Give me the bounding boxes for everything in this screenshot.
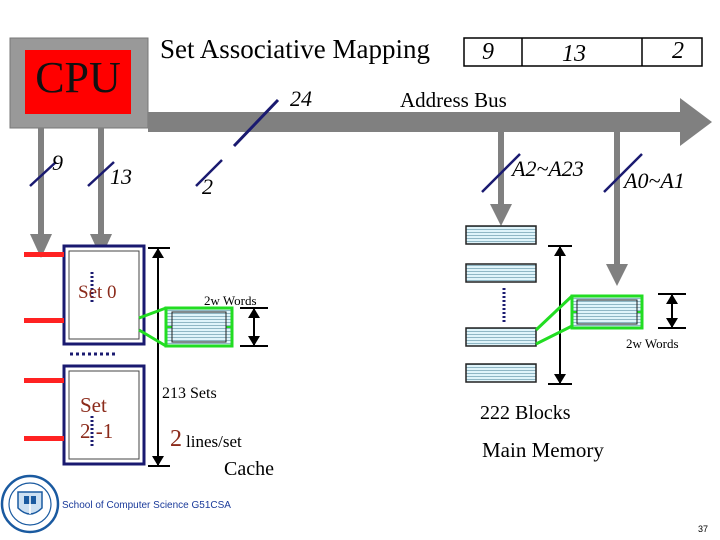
memory-block-inner xyxy=(576,299,638,325)
cache-set-0 xyxy=(62,244,146,346)
bus-label: Address Bus xyxy=(400,88,507,112)
memory-name: Main Memory xyxy=(482,438,604,462)
cpu-label: CPU xyxy=(35,53,121,102)
set-field-label: 13 xyxy=(562,41,586,67)
tag-bits-label: 9 xyxy=(52,150,63,175)
upper-bits-slash xyxy=(481,153,521,193)
lower-bits-line xyxy=(614,132,620,266)
cache-set-last xyxy=(62,364,146,466)
set-slash xyxy=(87,161,115,187)
upper-bits-line xyxy=(498,132,504,206)
red-line-2 xyxy=(24,318,64,323)
cache-lines-label: lines/set xyxy=(186,432,242,451)
memory-link-bottom xyxy=(535,324,573,346)
set-bits-label: 13 xyxy=(110,164,132,189)
cpu-inner xyxy=(25,50,131,114)
upper-bits-head xyxy=(490,204,512,226)
set-line xyxy=(98,128,104,236)
memory-words-arrow-bottom xyxy=(666,318,678,328)
bus-width-label: 24 xyxy=(290,86,312,111)
address-field-box xyxy=(463,37,703,67)
set-first-label: Set 0 xyxy=(78,282,117,303)
red-line-4 xyxy=(24,436,64,441)
tag-field-label: 9 xyxy=(482,39,494,65)
memory-block-2 xyxy=(465,263,537,283)
memory-block-1 xyxy=(465,225,537,245)
cache-name: Cache xyxy=(224,458,274,480)
memory-words-label: 2w Words xyxy=(626,336,679,351)
cache-lines-number: 2 xyxy=(170,426,182,452)
cache-sets-label: 213 Sets xyxy=(162,385,217,402)
red-line-3 xyxy=(24,378,64,383)
cache-set-0-inner xyxy=(68,250,140,340)
footer-school: School of Computer Science G51CSA xyxy=(62,500,231,511)
cache-link-bottom xyxy=(138,328,167,348)
cache-words-arrow-top xyxy=(248,308,260,318)
memory-blocks-arrow-top xyxy=(554,246,566,256)
cache-line-inner xyxy=(171,311,227,343)
cache-link-top xyxy=(138,306,167,320)
lower-bits-head xyxy=(606,264,628,286)
word-bits-label: 2 xyxy=(202,174,213,199)
lower-bits-label: A0~A1 xyxy=(624,168,685,193)
set-last-label-suffix: 2 -1 xyxy=(80,419,114,443)
memory-blocks-arrow-bottom xyxy=(554,374,566,384)
tag-line-head xyxy=(30,234,52,258)
word-field-label: 2 xyxy=(672,38,684,64)
set-last-label-prefix: Set xyxy=(80,393,107,417)
cache-sets-arrow-top xyxy=(152,248,164,258)
university-seal xyxy=(0,474,60,534)
memory-block-4 xyxy=(465,363,537,383)
cache-set-last-inner xyxy=(68,370,140,460)
cache-words-arrow-bottom xyxy=(248,336,260,346)
cache-sets-arrow-bottom xyxy=(152,456,164,466)
tag-line xyxy=(38,128,44,236)
address-bus-arrow xyxy=(148,98,712,146)
memory-words-arrow-top xyxy=(666,294,678,304)
tag-slash xyxy=(29,161,57,187)
upper-bits-label: A2~A23 xyxy=(512,156,584,181)
memory-block-3 xyxy=(465,327,537,347)
cache-words-label: 2w Words xyxy=(204,293,257,308)
lower-bits-slash xyxy=(603,153,643,193)
memory-link-top xyxy=(534,294,574,332)
page-title: Set Associative Mapping xyxy=(160,34,430,64)
bus-slash xyxy=(232,98,280,148)
memory-blocks-label: 222 Blocks xyxy=(480,402,571,424)
word-slash xyxy=(195,159,223,187)
page-number: 37 xyxy=(698,524,709,534)
red-line-1 xyxy=(24,252,64,257)
